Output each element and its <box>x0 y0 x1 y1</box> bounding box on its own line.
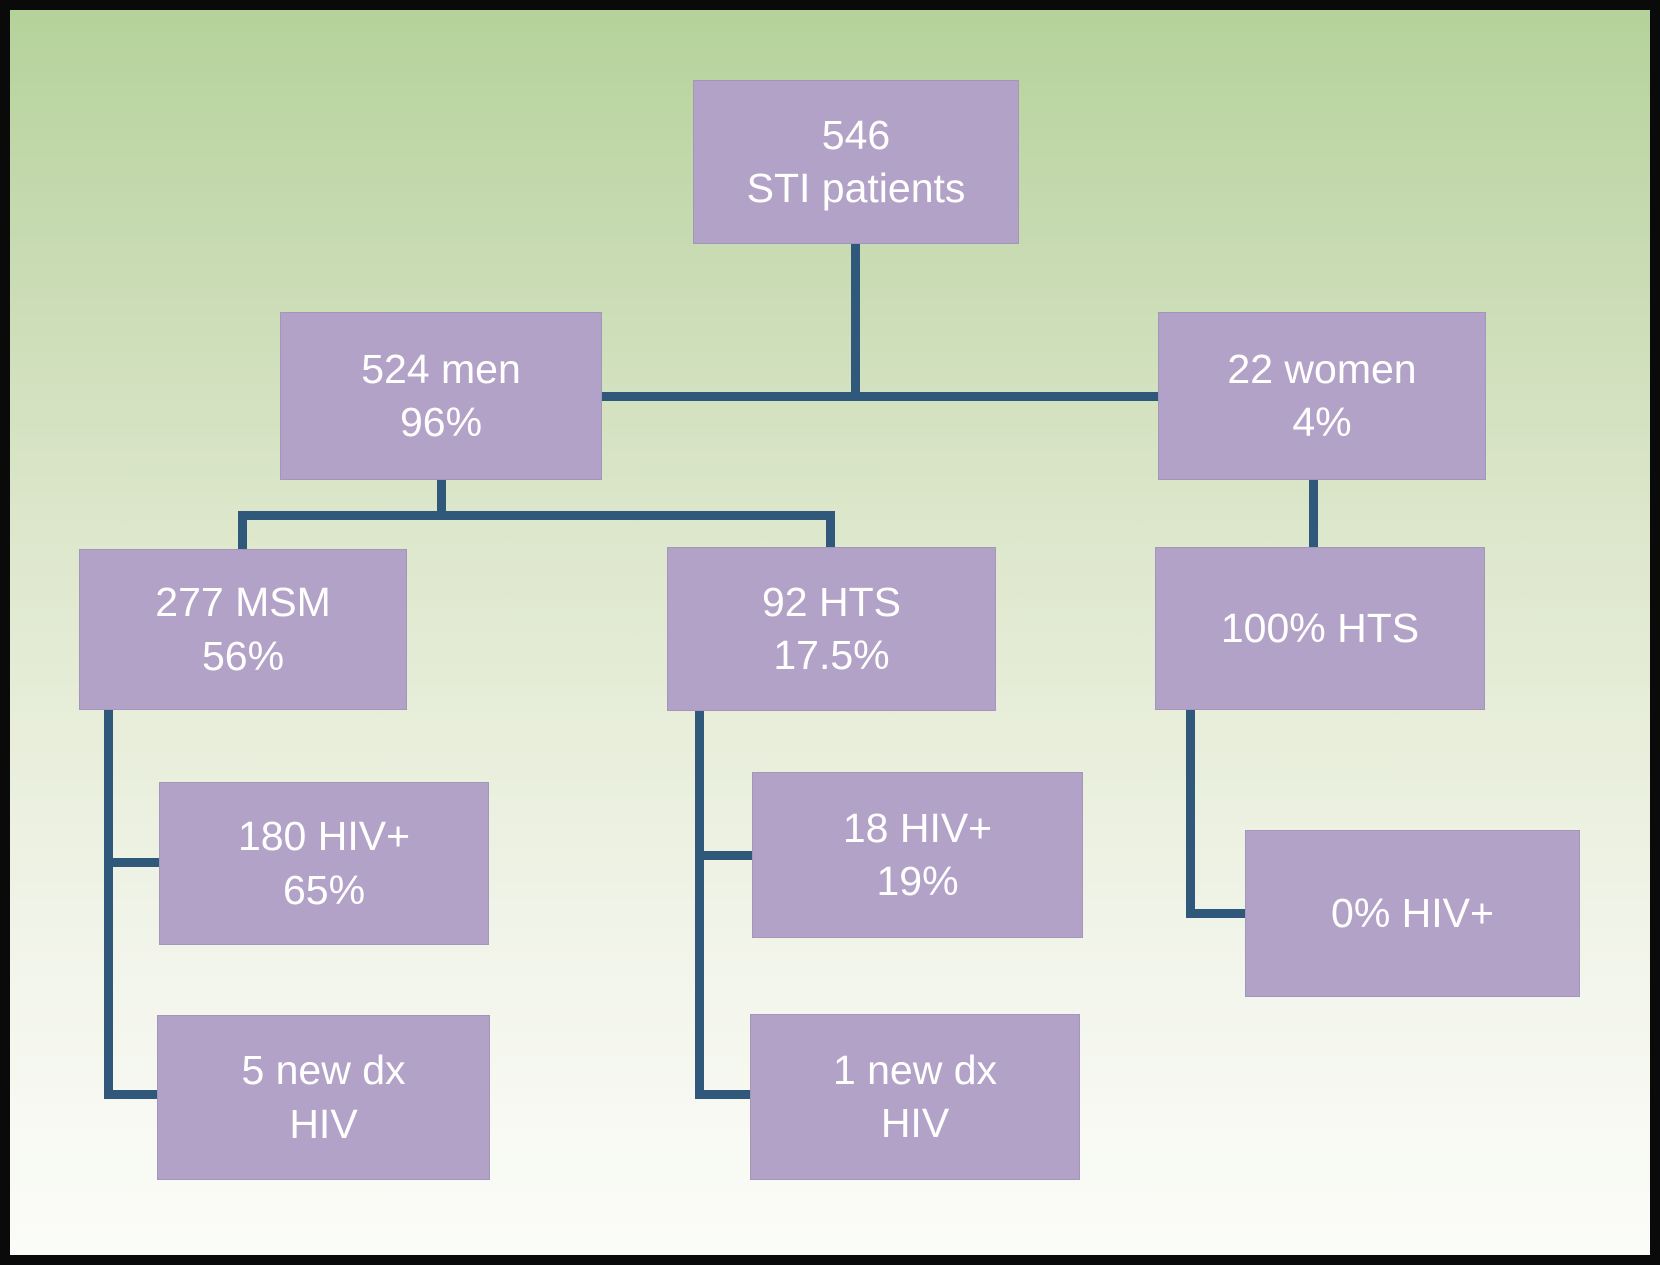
connector-hts92-down <box>695 711 704 1099</box>
node-hiv-0: 0% HIV+ <box>1245 830 1580 997</box>
connector-root-split <box>602 392 1158 401</box>
node-label-line: 18 HIV+ <box>842 804 993 851</box>
connector-men-down <box>437 480 446 520</box>
connector-hts100-to-hiv0 <box>1186 909 1247 918</box>
node-label-line: 17.5% <box>773 632 890 678</box>
node-new-dx-5: 5 new dx HIV <box>157 1015 490 1180</box>
node-women: 22 women 4% <box>1158 312 1486 480</box>
node-label-line: 92 HTS <box>762 578 901 625</box>
connector-hts92-to-newdx1 <box>695 1090 752 1099</box>
node-label-line: HIV <box>880 1100 950 1146</box>
node-label-line: 524 men <box>361 345 521 392</box>
node-label-line: 96% <box>399 399 483 445</box>
connector-women-to-hts100 <box>1309 480 1318 549</box>
node-hts-92: 92 HTS 17.5% <box>667 547 996 711</box>
node-hiv-180: 180 HIV+ 65% <box>159 782 489 945</box>
connector-msm-to-newdx5 <box>104 1090 159 1099</box>
node-label-line: 4% <box>1292 399 1352 445</box>
connector-hts100-down <box>1186 710 1195 918</box>
node-sti-patients: 546 STI patients <box>693 80 1019 244</box>
connector-men-split <box>238 511 835 520</box>
node-label-line: 56% <box>201 632 285 679</box>
connector-hts92-to-hiv18 <box>695 851 754 860</box>
connector-men-to-hts92 <box>826 511 835 549</box>
node-label-line: STI patients <box>746 165 966 211</box>
node-label-line: 180 HIV+ <box>237 813 411 860</box>
node-label-line: 0% HIV+ <box>1331 889 1494 936</box>
connector-msm-down <box>104 710 113 1099</box>
node-label-line: 22 women <box>1227 345 1417 392</box>
node-label-line: 65% <box>282 866 366 913</box>
node-hiv-18: 18 HIV+ 19% <box>752 772 1083 938</box>
connector-msm-to-hiv180 <box>104 858 161 867</box>
node-msm: 277 MSM 56% <box>79 549 407 710</box>
node-new-dx-1: 1 new dx HIV <box>750 1014 1080 1180</box>
node-label-line: HIV <box>289 1100 358 1147</box>
node-label-line: 277 MSM <box>155 579 331 626</box>
node-label-line: 1 new dx <box>832 1046 998 1093</box>
node-hts-100: 100% HTS <box>1155 547 1485 710</box>
node-label-line: 5 new dx <box>241 1047 406 1094</box>
connector-root-down <box>851 244 860 401</box>
node-label-line: 100% HTS <box>1220 604 1420 651</box>
connector-men-to-msm <box>238 511 247 551</box>
node-label-line: 546 <box>821 111 891 158</box>
node-men: 524 men 96% <box>280 312 602 480</box>
node-label-line: 19% <box>876 858 959 904</box>
